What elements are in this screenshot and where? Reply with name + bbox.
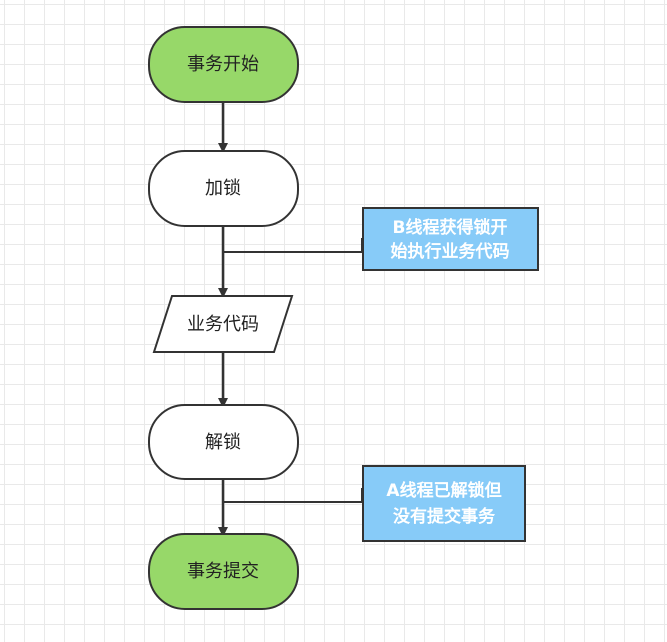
node-business-label: 业务代码 [187, 314, 259, 335]
note-a[interactable]: A线程已解锁但 没有提交事务 [362, 465, 526, 542]
node-start-label: 事务开始 [187, 54, 259, 75]
note-b-line-2: 始执行业务代码 [391, 241, 510, 262]
note-b[interactable]: B线程获得锁开 始执行业务代码 [362, 207, 539, 271]
note-a-line-2: 没有提交事务 [393, 506, 496, 527]
note-b-connector [223, 238, 363, 253]
node-commit[interactable]: 事务提交 [148, 533, 299, 610]
node-commit-label: 事务提交 [187, 561, 259, 582]
node-unlock-label: 解锁 [205, 432, 241, 453]
note-a-line-1: A线程已解锁但 [386, 480, 501, 501]
node-lock-label: 加锁 [205, 178, 241, 199]
note-b-line-1: B线程获得锁开 [393, 217, 508, 238]
node-unlock[interactable]: 解锁 [148, 404, 299, 480]
node-business[interactable]: 业务代码 [152, 295, 294, 353]
node-lock[interactable]: 加锁 [148, 150, 299, 227]
note-a-connector [223, 488, 363, 503]
node-start[interactable]: 事务开始 [148, 26, 299, 103]
